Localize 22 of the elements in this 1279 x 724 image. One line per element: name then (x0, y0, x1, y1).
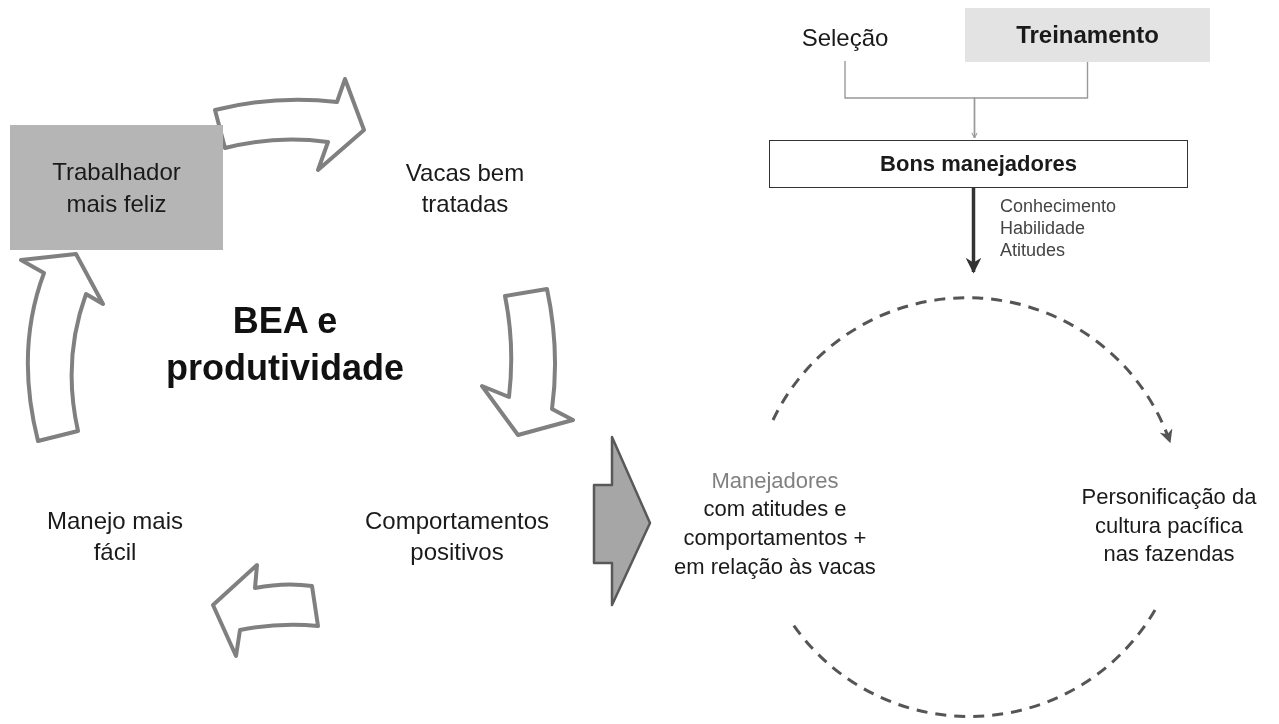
node-label: Bons manejadores (880, 149, 1077, 178)
dashed-arrow (771, 296, 1172, 444)
node-label: com atitudes e comportamentos + em relação às vacas (673, 495, 877, 581)
diagram-title: BEA e produtividade (165, 299, 405, 390)
node-label: Manejadores (711, 466, 839, 495)
block-arrow (19, 252, 105, 443)
node-label: Manejo mais fácil (45, 505, 185, 567)
arrow (971, 61, 1089, 139)
process-box (10, 125, 223, 250)
node-label: Seleção (801, 23, 889, 54)
block-arrow (592, 435, 652, 607)
node-label: Vacas bem tratadas (404, 157, 526, 219)
node-label: Treinamento (1016, 20, 1159, 51)
process-box (769, 140, 1188, 188)
node-label: Personificação da cultura pacífica nas fazendas (1080, 483, 1258, 569)
block-arrow (213, 77, 366, 172)
block-arrow (211, 563, 320, 658)
node-label: Trabalhador mais feliz (51, 157, 182, 219)
process-box (965, 8, 1210, 62)
node-label: Comportamentos positivos (363, 505, 551, 567)
block-arrow (480, 287, 575, 437)
arrow (965, 188, 982, 274)
